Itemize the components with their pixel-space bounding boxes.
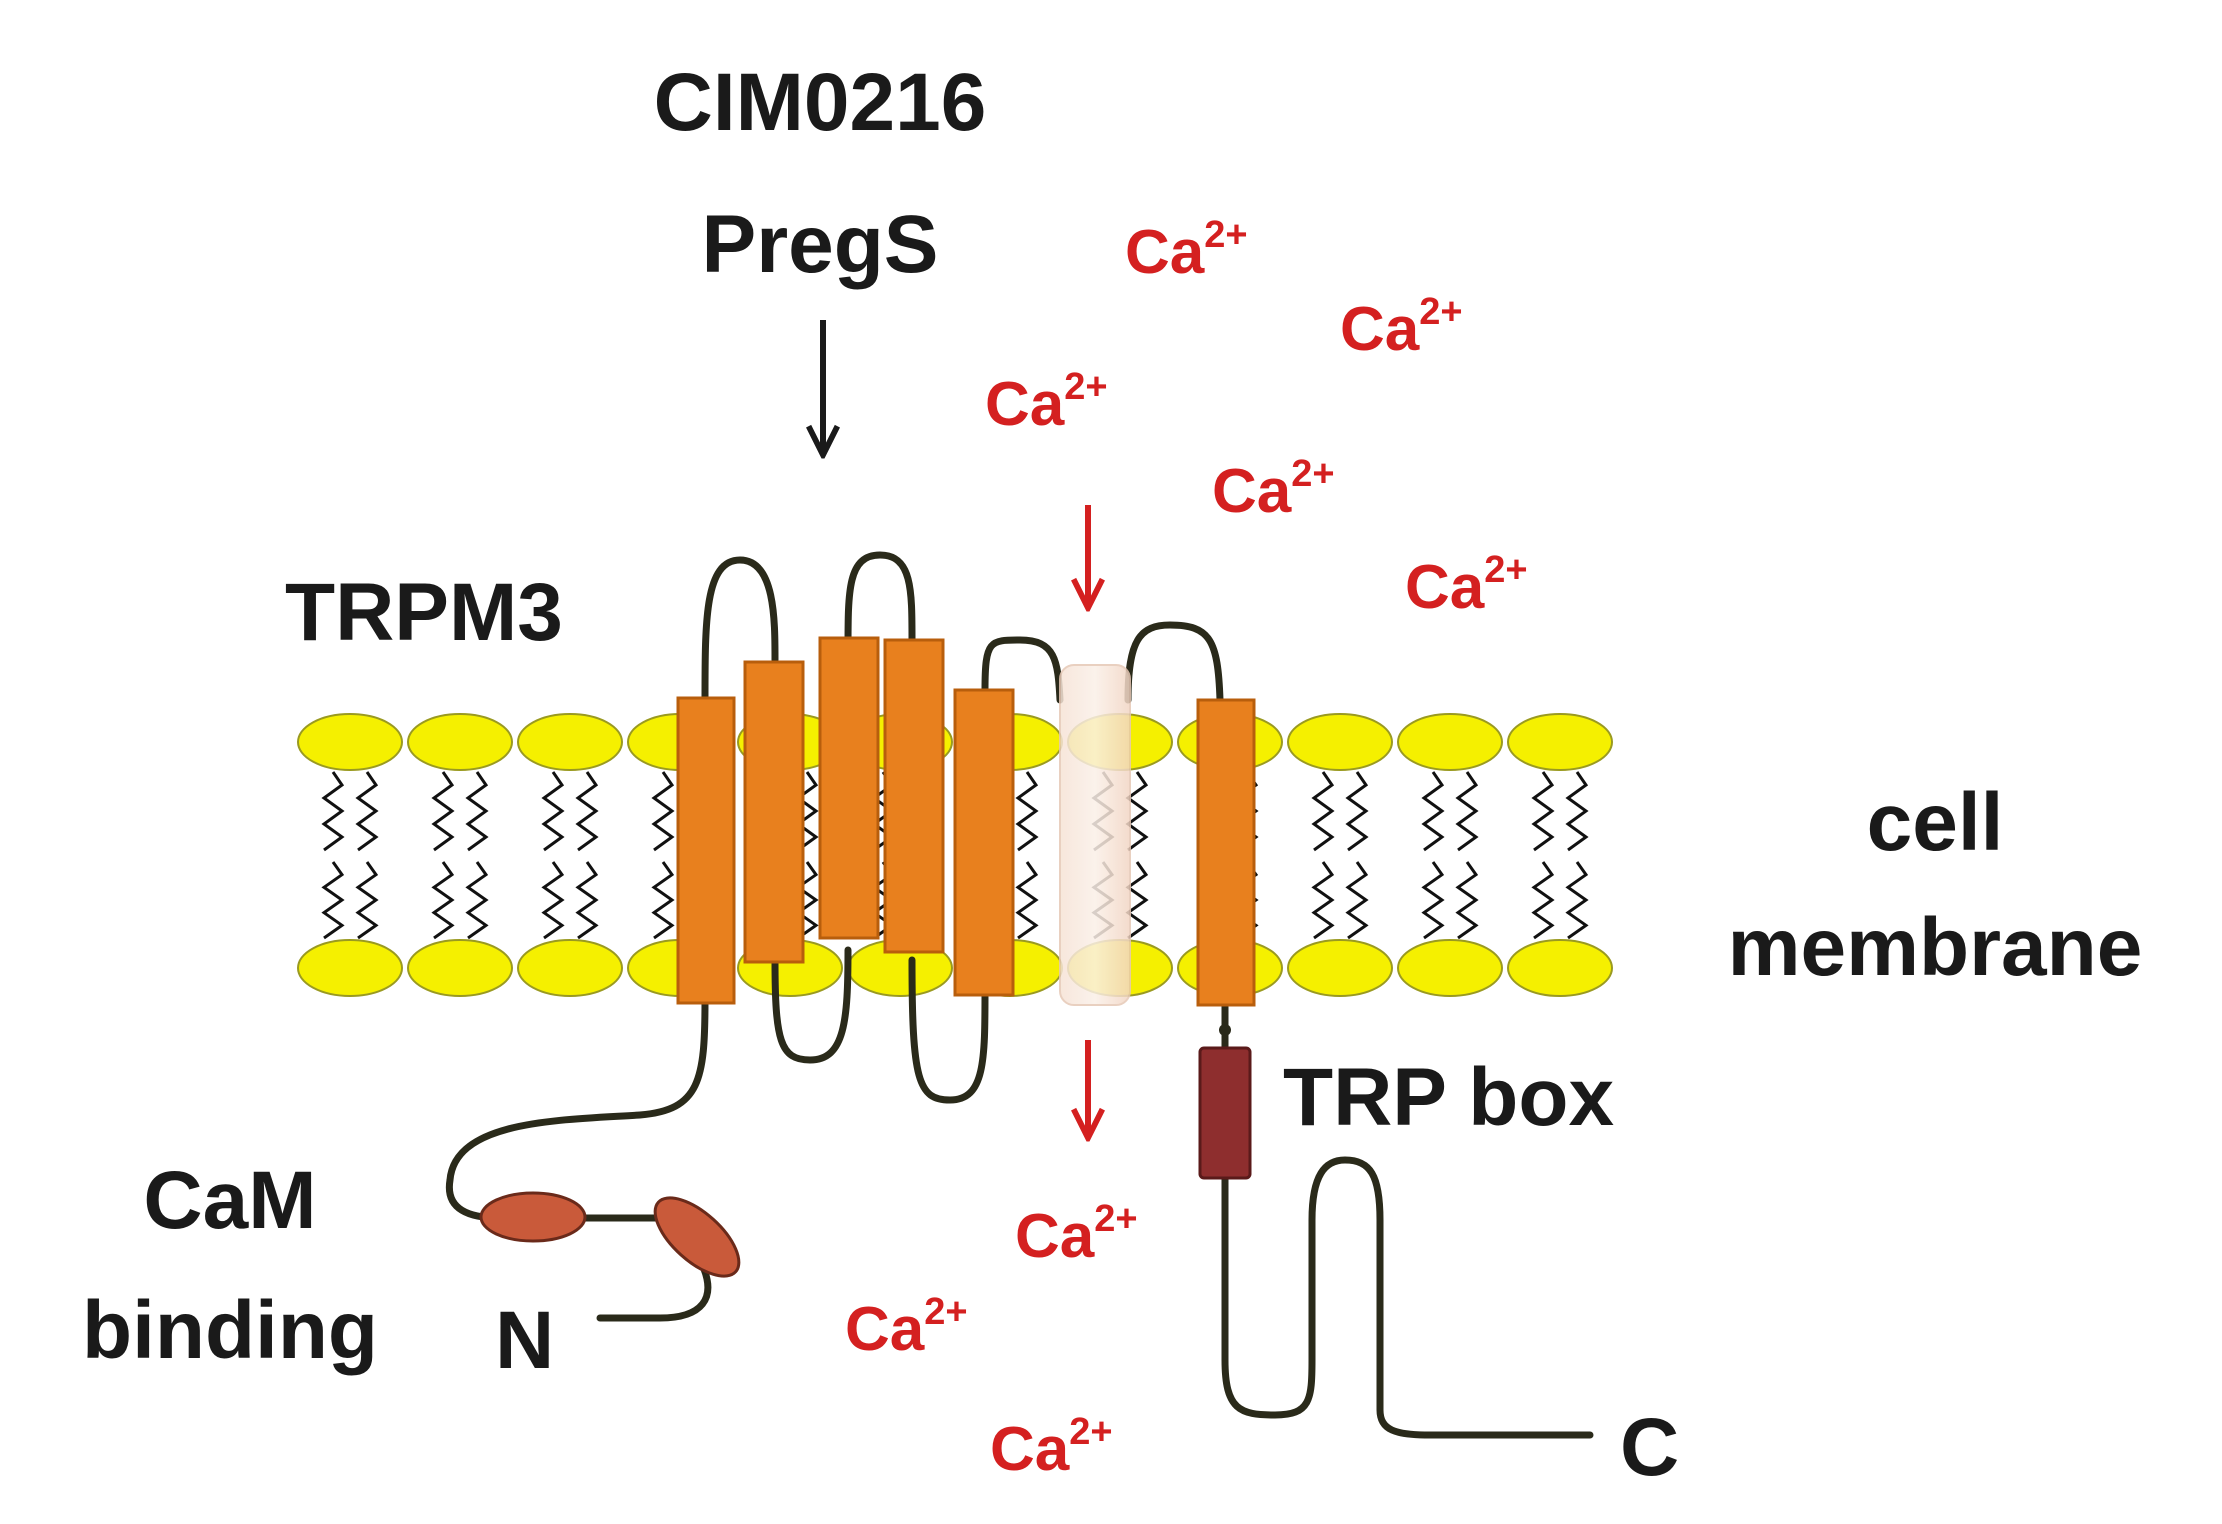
c-terminal-tail [1221,1156,1594,1439]
trp-box-link-dot [1219,1024,1231,1036]
lipid-tail [431,861,455,940]
calcium-ion-label: Ca2+ [985,366,1108,439]
lipid-tail [1311,771,1335,852]
cam-label-line2: binding [82,1285,378,1376]
trp-box-label: TRP box [1283,1052,1614,1143]
lipid-tail [355,861,379,940]
lipid-tail [651,861,675,940]
cam-label-line1: CaM [143,1155,316,1246]
calcium-ion-label: Ca2+ [1405,549,1528,622]
transmembrane-helix-2 [743,660,805,964]
trp-box-domain [1198,1046,1252,1180]
extracellular-loop-1 [701,556,779,704]
lipid-head-top [1397,713,1503,771]
calcium-ion-label: Ca2+ [1212,453,1335,526]
calcium-ions: Ca2+ Ca2+ Ca2+ Ca2+ Ca2+ Ca2+ Ca2+ Ca2+ [845,214,1528,1484]
lipid-tail [541,771,565,852]
lipid-head-bottom [517,939,623,997]
lipid-tail [1311,861,1335,940]
lipid-head-top [1287,713,1393,771]
lipid-head-top [407,713,513,771]
lipid-tail [1015,861,1039,940]
lipid-tail [1421,771,1445,852]
lipid-tail [1345,771,1369,852]
protein-loops [445,551,1594,1439]
transmembrane-helices [676,636,1256,1007]
lipid-tail [1455,861,1479,940]
n-terminus-label: N [495,1295,554,1386]
channel-pore [1059,664,1131,1006]
n-terminal-tail [445,996,709,1222]
lipid-tail [575,861,599,940]
lipid-tail [1015,771,1039,852]
lipid-tail [1235,771,1259,852]
lipid-tail [795,861,819,940]
extracellular-loop-3 [981,636,1064,704]
lipid-tail [1345,861,1369,940]
lipid-tail [795,771,819,852]
channel-label: TRPM3 [285,567,563,658]
lipid-tail [1235,861,1259,940]
lipid-tail [1565,771,1589,852]
lipid-tail [355,771,379,852]
c-terminus-label: C [1620,1402,1679,1493]
lipid-tail [1455,771,1479,852]
lipid-tail [651,771,675,852]
lipid-tail [1421,861,1445,940]
transmembrane-helix-5 [953,688,1015,997]
n-terminal-tail-end [596,1256,712,1322]
lipid-head-bottom [407,939,513,997]
lipid-head-bottom [297,939,403,997]
lipid-tail [321,861,345,940]
calcium-ion-label: Ca2+ [1340,291,1463,364]
lipid-tail [1125,861,1149,940]
lipid-tail [431,771,455,852]
agonist-label-1: CIM0216 [654,57,987,148]
membrane-label-line1: cell [1867,777,2004,868]
lipid-tail [1531,771,1555,852]
transmembrane-helix-6 [1196,698,1256,1007]
extracellular-loop-2 [844,551,916,654]
cam-domain-2 [653,1196,741,1278]
cam-domain-1 [479,1191,587,1243]
lipid-tail [541,861,565,940]
lipid-tail [1531,861,1555,940]
lipid-head-bottom [1287,939,1393,997]
lipid-tail [1125,771,1149,852]
cam-binding-domains [479,1191,741,1278]
lipid-head-top [517,713,623,771]
transmembrane-helix-1 [676,696,736,1005]
intracellular-loop-1 [771,946,852,1064]
lipid-head-bottom [1397,939,1503,997]
lipid-tail [465,861,489,940]
extracellular-loop-4 [1124,621,1224,704]
lipid-tail [321,771,345,852]
lipid-head-bottom [1507,939,1613,997]
calcium-ion-label: Ca2+ [990,1411,1113,1484]
calcium-ion-label: Ca2+ [1015,1198,1138,1271]
lipid-tail [465,771,489,852]
lipid-head-top [297,713,403,771]
calcium-ion-label: Ca2+ [1125,214,1248,287]
intracellular-loop-2 [908,956,989,1104]
transmembrane-helix-3 [818,636,880,940]
transmembrane-helix-4 [883,638,945,954]
calcium-ion-label: Ca2+ [845,1291,968,1364]
lipid-head-top [1507,713,1613,771]
lipid-tail [575,771,599,852]
membrane-label-line2: membrane [1728,902,2143,993]
agonist-label-2: PregS [702,199,939,290]
lipid-tail [1565,861,1589,940]
